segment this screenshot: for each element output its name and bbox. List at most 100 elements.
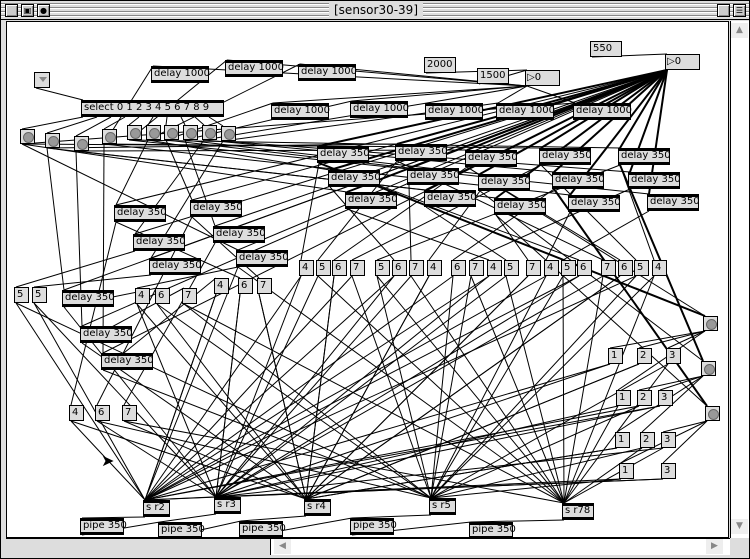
- patch-cord[interactable]: [15, 250, 136, 288]
- patch-cord[interactable]: [667, 330, 706, 349]
- pipe-350-object[interactable]: pipe 350: [80, 518, 127, 535]
- info-icon[interactable]: ●: [37, 4, 50, 17]
- patch-cord[interactable]: [300, 162, 320, 261]
- number-box[interactable]: ▷0: [525, 70, 560, 86]
- patch-cord[interactable]: [136, 303, 307, 500]
- patch-cord[interactable]: [102, 143, 105, 354]
- scroll-right-icon[interactable]: ▶: [706, 539, 723, 554]
- patch-cord[interactable]: [317, 275, 565, 504]
- message-1500[interactable]: 1500: [477, 68, 509, 84]
- horizontal-scrollbar[interactable]: ◀ ▶: [6, 538, 730, 555]
- delay-350-object[interactable]: delay 350: [236, 250, 289, 267]
- patch-cord[interactable]: [305, 363, 640, 500]
- patch-cord[interactable]: [351, 85, 528, 102]
- patch-cord[interactable]: [144, 478, 664, 501]
- patch-cord[interactable]: [240, 515, 307, 522]
- patch-cord[interactable]: [33, 302, 217, 498]
- patch-cord[interactable]: [191, 69, 668, 201]
- number-box[interactable]: ▷0: [665, 54, 700, 70]
- digit-message[interactable]: 6: [155, 288, 170, 304]
- bang-button[interactable]: [202, 125, 217, 140]
- patch-cord[interactable]: [430, 275, 472, 499]
- delay-350-object[interactable]: delay 350: [101, 353, 154, 370]
- patch-cord[interactable]: [305, 275, 335, 500]
- digit-message[interactable]: 6: [392, 260, 407, 276]
- patch-cord[interactable]: [81, 516, 146, 519]
- patch-cord[interactable]: [430, 275, 564, 499]
- patch-cord[interactable]: [215, 275, 395, 498]
- digit-message[interactable]: 4: [69, 405, 84, 421]
- bang-button[interactable]: [45, 133, 60, 148]
- delay-350-object[interactable]: delay 350: [478, 174, 531, 191]
- digit-message[interactable]: 4: [427, 260, 442, 276]
- delay-1000-object[interactable]: delay 1000: [350, 101, 409, 118]
- patch-cord[interactable]: [144, 275, 302, 501]
- patch-cord[interactable]: [563, 405, 619, 504]
- patch-cord[interactable]: [426, 85, 528, 104]
- patch-cord[interactable]: [35, 87, 84, 101]
- delay-1000-object[interactable]: delay 1000: [225, 60, 284, 77]
- digit-message[interactable]: 4: [544, 260, 559, 276]
- patch-cord[interactable]: [136, 266, 239, 289]
- patch-cord[interactable]: [165, 139, 193, 201]
- patch-cord[interactable]: [159, 513, 217, 523]
- delay-350-object[interactable]: delay 350: [628, 172, 681, 189]
- bang-button[interactable]: [127, 125, 142, 140]
- patch-cord[interactable]: [180, 116, 186, 126]
- digit-message[interactable]: 2: [637, 348, 652, 364]
- patch-cord[interactable]: [545, 211, 571, 261]
- delay-350-object[interactable]: delay 350: [190, 200, 243, 217]
- digit-message[interactable]: 1: [615, 432, 630, 448]
- patch-cord[interactable]: [617, 330, 706, 391]
- patch-cord[interactable]: [215, 275, 507, 498]
- patch-cord[interactable]: [156, 303, 307, 500]
- digit-message[interactable]: 7: [409, 260, 424, 276]
- patch-cord[interactable]: [103, 116, 126, 130]
- patch-cord[interactable]: [183, 303, 432, 499]
- patch-cord[interactable]: [144, 266, 239, 501]
- patch-cord[interactable]: [115, 139, 149, 206]
- patch-cord[interactable]: [430, 447, 643, 499]
- patch-cord[interactable]: [183, 303, 565, 504]
- digit-message[interactable]: 5: [634, 260, 649, 276]
- delay-350-object[interactable]: delay 350: [345, 192, 398, 209]
- delay-350-object[interactable]: delay 350: [424, 190, 477, 207]
- pipe-350-object[interactable]: pipe 350: [239, 521, 286, 537]
- delay-350-object[interactable]: delay 350: [465, 150, 518, 167]
- patch-cord[interactable]: [21, 116, 84, 130]
- delay-1000-object[interactable]: delay 1000: [298, 64, 357, 81]
- patch-cord[interactable]: [46, 147, 65, 291]
- patch-cord[interactable]: [638, 375, 704, 391]
- digit-message[interactable]: 4: [487, 260, 502, 276]
- delay-350-object[interactable]: delay 350: [62, 290, 115, 307]
- patch-cord[interactable]: [70, 221, 117, 406]
- patch-cord[interactable]: [215, 275, 490, 498]
- patch-cord[interactable]: [305, 275, 430, 500]
- patch-cord[interactable]: [144, 363, 611, 501]
- digit-message[interactable]: 5: [316, 260, 331, 276]
- patch-cord[interactable]: [144, 405, 661, 501]
- scroll-left-icon[interactable]: ◀: [274, 539, 291, 554]
- patch-cord[interactable]: [102, 369, 432, 499]
- digit-message[interactable]: 4: [135, 288, 150, 304]
- delay-350-object[interactable]: delay 350: [114, 205, 167, 222]
- pipe-350-object[interactable]: pipe 350: [350, 518, 397, 535]
- delay-350-object[interactable]: delay 350: [494, 198, 547, 215]
- delay-350-object[interactable]: delay 350: [133, 234, 186, 251]
- bang-button[interactable]: [221, 126, 236, 141]
- patch-cord[interactable]: [33, 274, 152, 288]
- digit-message[interactable]: 5: [375, 260, 390, 276]
- patch-cord[interactable]: [128, 116, 140, 126]
- patch-cord[interactable]: [156, 303, 432, 499]
- patch-cord[interactable]: [165, 116, 168, 126]
- bang-button[interactable]: [703, 316, 718, 331]
- patch-cord[interactable]: [75, 116, 112, 137]
- delay-350-object[interactable]: delay 350: [395, 144, 448, 161]
- delay-1000-object[interactable]: delay 1000: [496, 103, 555, 120]
- send-object[interactable]: s r3: [214, 497, 241, 514]
- patch-cord[interactable]: [329, 186, 395, 261]
- patch-cord[interactable]: [237, 69, 668, 251]
- patch-cord[interactable]: [346, 69, 668, 193]
- patch-cord[interactable]: [272, 85, 528, 104]
- pipe-350-object[interactable]: pipe 350: [469, 522, 516, 537]
